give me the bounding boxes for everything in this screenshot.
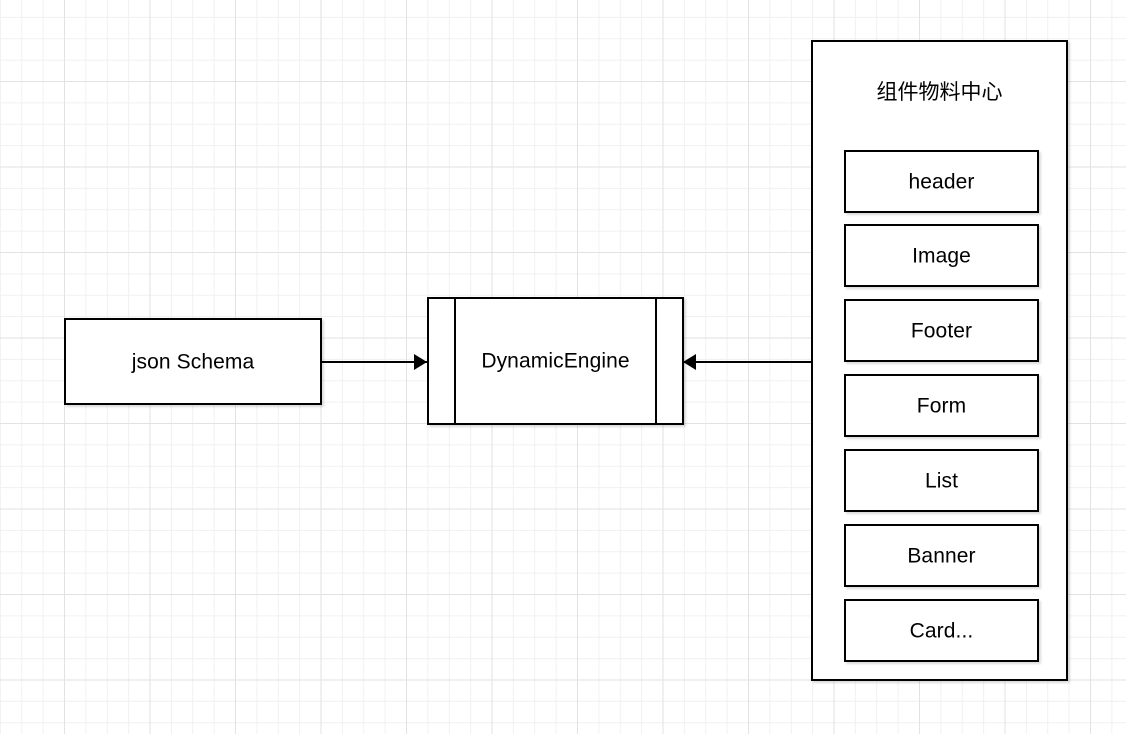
- material-item-label: header: [908, 169, 975, 193]
- material-item-form[interactable]: Form: [844, 374, 1039, 437]
- material-item-header[interactable]: header: [844, 150, 1039, 213]
- material-item-label: Footer: [910, 318, 973, 342]
- subprocess-divider-left: [454, 297, 456, 425]
- material-item-label: List: [924, 468, 959, 492]
- arrow-right-icon: [414, 354, 427, 370]
- material-item-image[interactable]: Image: [844, 224, 1039, 287]
- material-item-label: Card...: [909, 618, 974, 642]
- node-json-schema[interactable]: json Schema: [64, 318, 322, 405]
- edge-material-center-to-dynamic-engine[interactable]: [684, 361, 812, 363]
- material-item-footer[interactable]: Footer: [844, 299, 1039, 362]
- node-dynamic-engine[interactable]: DynamicEngine: [427, 297, 684, 425]
- material-item-label: Banner: [907, 543, 976, 567]
- material-item-banner[interactable]: Banner: [844, 524, 1039, 587]
- subprocess-divider-right: [655, 297, 657, 425]
- material-item-card[interactable]: Card...: [844, 599, 1039, 662]
- material-item-label: Form: [916, 393, 967, 417]
- arrow-left-icon: [683, 354, 696, 370]
- node-material-center[interactable]: 组件物料中心 header Image Footer Form List Ban…: [811, 40, 1068, 681]
- material-item-list[interactable]: List: [844, 449, 1039, 512]
- material-item-label: Image: [912, 243, 971, 267]
- material-center-title: 组件物料中心: [876, 81, 1003, 104]
- edge-json-schema-to-dynamic-engine[interactable]: [322, 361, 428, 363]
- node-dynamic-engine-label: DynamicEngine: [481, 349, 630, 373]
- node-json-schema-label: json Schema: [131, 349, 255, 373]
